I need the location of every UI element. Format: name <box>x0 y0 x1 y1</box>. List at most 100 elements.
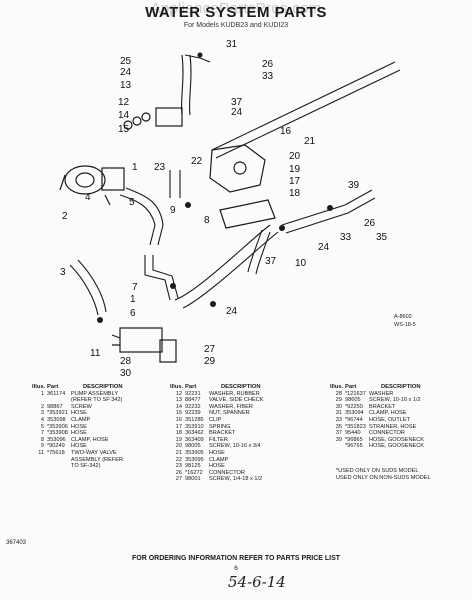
cell-desc: CLAMP, HOSE <box>71 436 109 443</box>
callout-37b: 37 <box>265 256 277 267</box>
callout-19: 19 <box>289 164 301 175</box>
cell-part: *90249 <box>47 443 65 450</box>
callout-8: 8 <box>204 215 210 226</box>
cell-desc: WASHER, RUBBER <box>209 390 260 397</box>
cell-part: *16272 <box>185 469 203 476</box>
two-way-valve <box>111 327 177 363</box>
cell-desc: ASSEMBLY (REFER <box>71 456 124 463</box>
callout-20: 20 <box>289 151 301 162</box>
cell-illus: 16 <box>175 416 182 423</box>
cell-desc: WASHER <box>369 390 394 397</box>
callout-27: 27 <box>204 344 216 355</box>
cell-illus: 11 <box>38 449 44 456</box>
cell-illus: 22 <box>175 456 182 463</box>
table-row: 33*96744 HOSE, OUTLET <box>330 417 470 424</box>
cell-illus: 12 <box>175 390 182 397</box>
cell-desc: TWO-WAY VALVE <box>71 449 117 456</box>
cell-desc: FILTER <box>209 436 228 443</box>
cell-illus: 19 <box>175 436 182 443</box>
cell-desc: HOSE, OUTLET <box>369 416 411 423</box>
callout-2: 2 <box>62 211 68 222</box>
page-number: 6 <box>234 565 238 572</box>
cell-part <box>47 463 71 470</box>
cell-desc: SCREW <box>71 403 92 410</box>
cell-illus: 35 <box>335 423 342 430</box>
cell-part <box>47 397 71 404</box>
cell-illus: 28 <box>335 390 342 397</box>
table-row: ASSEMBLY (REFER <box>32 457 157 464</box>
cell-desc: CLAMP <box>71 416 91 423</box>
callout-28: 28 <box>120 356 132 367</box>
cell-desc: SPRING <box>209 423 231 430</box>
cell-illus: 5 <box>40 423 44 430</box>
cell-part: *75618 <box>47 449 65 456</box>
cell-part: 95440 <box>345 430 361 437</box>
callout-5: 5 <box>129 197 135 208</box>
cell-illus: 26 <box>175 469 182 476</box>
bracket <box>219 199 276 229</box>
cell-illus: 37 <box>335 430 342 437</box>
callout-35: 35 <box>376 232 388 243</box>
callout-7: 7 <box>132 282 138 293</box>
callout-10: 10 <box>295 258 307 269</box>
check-valve <box>123 107 183 130</box>
cell-part: *96765 <box>345 443 363 450</box>
cell-desc: SCREW, 1/4-18 x 1/2 <box>209 476 263 483</box>
pump-assembly <box>59 165 125 206</box>
table-row: 11*75618 TWO-WAY VALVE <box>32 450 157 457</box>
cell-desc: (REFER TO SF 342) <box>71 397 123 404</box>
cell-illus: 31 <box>335 410 342 417</box>
cell-part: 88477 <box>185 397 201 404</box>
ordering-note: FOR ORDERING INFORMATION REFER TO PARTS … <box>131 555 341 562</box>
cell-desc: CLAMP <box>209 456 229 463</box>
callout-12: 12 <box>118 97 130 108</box>
callout-13: 13 <box>120 80 132 91</box>
cell-desc: TO SF-342) <box>71 463 101 470</box>
callout-39: 39 <box>348 180 360 191</box>
callout-4: 4 <box>85 192 91 203</box>
cell-part: 92231 <box>185 390 201 397</box>
callout-1: 1 <box>132 162 138 173</box>
cell-desc: HOSE <box>71 410 87 417</box>
cell-part: *96865 <box>345 436 363 443</box>
cell-desc: NUT, SPANNER <box>209 410 250 417</box>
cell-illus: 4 <box>40 416 44 423</box>
cell-part: *96744 <box>345 416 363 423</box>
cell-illus: 33 <box>335 416 342 423</box>
cell-illus: 1 <box>40 390 44 397</box>
cell-part: *353908 <box>47 430 68 437</box>
cell-part: 363462 <box>185 430 204 437</box>
cell-desc: HOSE <box>209 463 225 470</box>
callout-26b: 26 <box>364 218 376 229</box>
cell-illus: 21 <box>175 449 182 456</box>
note-suds: *USED ONLY ON SUDS MODEL <box>336 468 419 474</box>
table-header: Illus. Part DESCRIPTION <box>170 384 261 390</box>
cell-illus: 20 <box>175 443 182 450</box>
cell-desc: WASHER, FIBER <box>209 403 253 410</box>
cell-desc: PUMP ASSEMBLY <box>71 390 119 397</box>
callout-18: 18 <box>289 188 301 199</box>
cell-desc: STRAINER, HOSE <box>369 423 417 430</box>
callout-29: 29 <box>204 356 216 367</box>
cell-desc: SCREW, 10-16 x 3/4 <box>209 443 261 450</box>
cell-part: 98005 <box>185 443 201 450</box>
usage-notes: *USED ONLY ON SUDS MODEL USED ONLY ON NO… <box>336 468 431 482</box>
